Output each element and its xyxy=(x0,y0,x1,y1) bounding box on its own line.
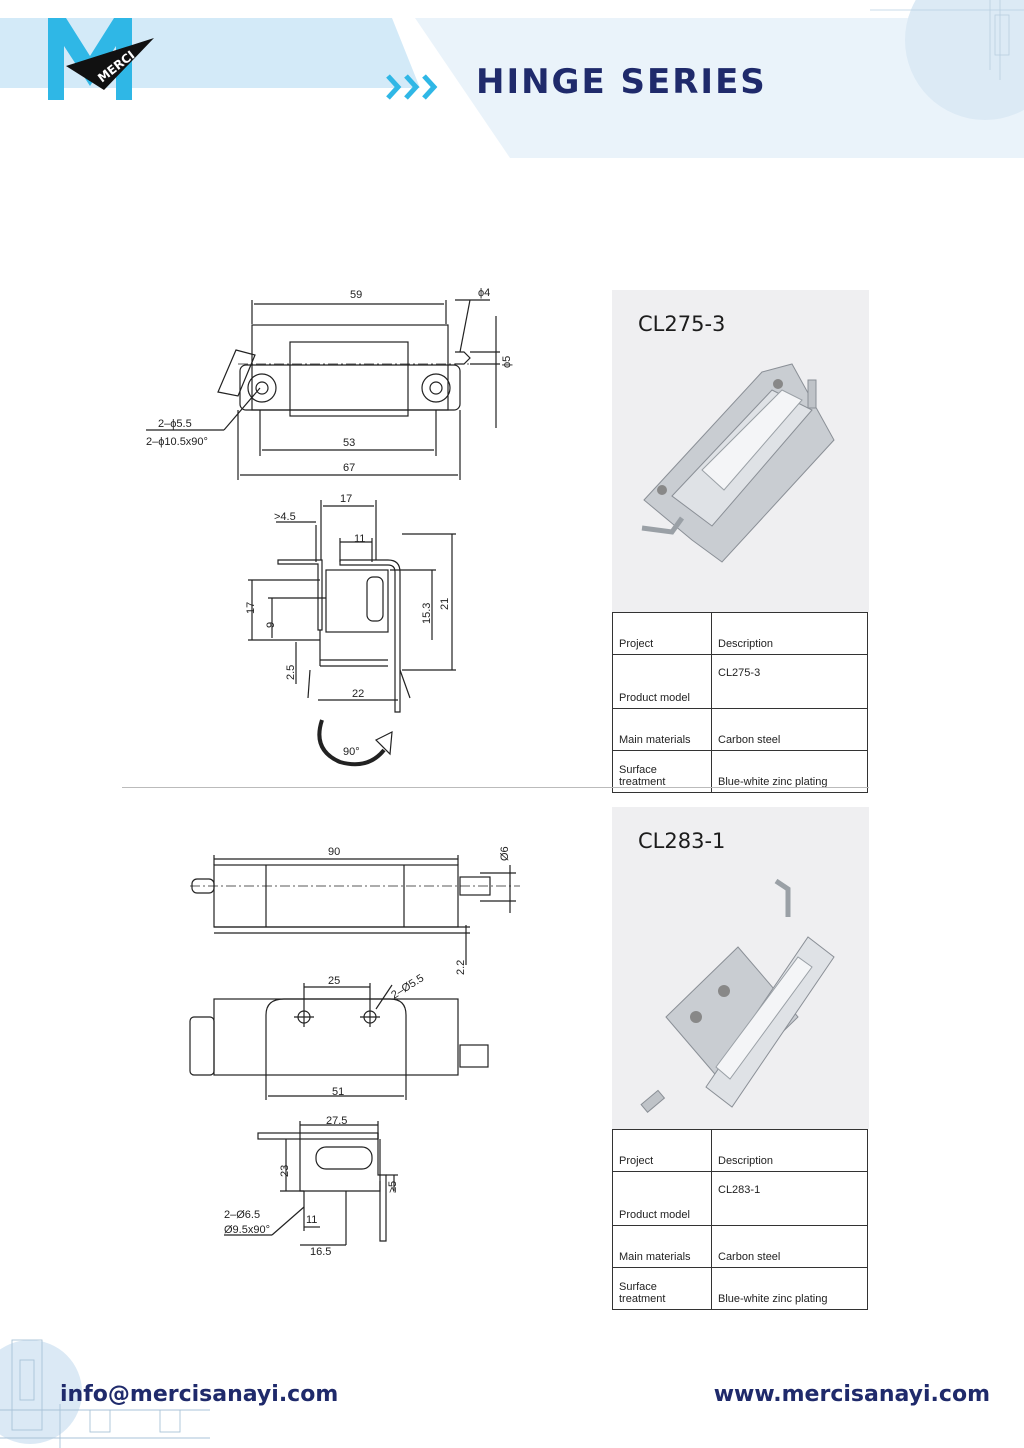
dim-53: 53 xyxy=(343,437,355,449)
dim-90: 90 xyxy=(328,846,340,858)
dim-2-5: 2.5 xyxy=(285,665,297,680)
section-divider xyxy=(122,787,869,788)
product-model-title: CL283-1 xyxy=(638,829,726,853)
dim-phi5: ϕ5 xyxy=(501,356,513,368)
spec-value: CL283-1 xyxy=(711,1171,868,1226)
footer-decoration xyxy=(0,1339,210,1448)
dim-2-o6-5: 2–Ø6.5 xyxy=(224,1209,260,1221)
dim-11: 11 xyxy=(354,533,365,545)
dim-phi4: ϕ4 xyxy=(478,287,490,299)
dim-o9-5: Ø9.5x90° xyxy=(224,1224,270,1236)
spec-label: Main materials xyxy=(612,1225,712,1268)
dim-22: 22 xyxy=(352,688,364,700)
chevron-arrows-icon xyxy=(386,74,438,100)
spec-value: Blue-white zinc plating xyxy=(711,750,868,793)
hinge-photo-icon xyxy=(641,363,835,563)
dim-21: 21 xyxy=(439,598,451,610)
footer-website-link[interactable]: www.mercisanayi.com xyxy=(713,1382,990,1407)
dim-27-5: 27.5 xyxy=(326,1115,347,1127)
technical-drawing-cl275-3: 59 ϕ4 ϕ5 2–ϕ5.5 2–ϕ10.5x90° 53 67 17 >4.… xyxy=(140,280,540,770)
spec-value: CL275-3 xyxy=(711,654,868,709)
dim-2-o5-5: 2–Ø5.5 xyxy=(389,972,426,1001)
hinge-photo-icon xyxy=(640,878,835,1113)
dim-17-top: 17 xyxy=(340,493,352,505)
spec-label: Product model xyxy=(612,1171,712,1226)
spec-value: Carbon steel xyxy=(711,708,868,751)
dim-17-side: 17 xyxy=(245,602,257,614)
dim-23: 23 xyxy=(279,1165,291,1177)
product-model-title: CL275-3 xyxy=(638,312,726,336)
spec-header-description: Description xyxy=(711,612,868,655)
spec-label: Surface treatment xyxy=(612,750,712,793)
dim-4-5: >4.5 xyxy=(274,511,296,523)
dim-11-b: 11 xyxy=(306,1214,317,1226)
product-panel-cl283-1: CL283-1 xyxy=(612,807,869,1129)
footer-email-link[interactable]: info@mercisanayi.com xyxy=(60,1382,339,1407)
spec-header-project: Project xyxy=(612,1129,712,1172)
dim-67: 67 xyxy=(343,462,355,474)
product-panel-cl275-3: CL275-3 xyxy=(612,290,869,612)
page-title: HINGE SERIES xyxy=(476,62,767,102)
dim-9: 9 xyxy=(265,622,277,628)
spec-header-description: Description xyxy=(711,1129,868,1172)
spec-label: Product model xyxy=(612,654,712,709)
dim-countersink: 2–ϕ10.5x90° xyxy=(146,436,208,448)
dim-15-3: 15.3 xyxy=(421,603,433,624)
dim-90deg: 90° xyxy=(343,746,360,758)
dim-16-5: 16.5 xyxy=(310,1246,331,1258)
dim-2-2: 2.2 xyxy=(455,960,467,975)
spec-value: Blue-white zinc plating xyxy=(711,1267,868,1310)
merci-logo: MERCI xyxy=(48,18,154,100)
spec-value: Carbon steel xyxy=(711,1225,868,1268)
dim-51: 51 xyxy=(332,1086,344,1098)
spec-label: Surface treatment xyxy=(612,1267,712,1310)
spec-label: Main materials xyxy=(612,708,712,751)
dim-o6: Ø6 xyxy=(499,846,511,861)
dim-ge5: ≥5 xyxy=(387,1181,399,1193)
spec-header-project: Project xyxy=(612,612,712,655)
dim-25: 25 xyxy=(328,975,340,987)
technical-drawing-cl283-1: 90 Ø6 2.2 25 2–Ø5.5 51 27.5 23 ≥5 2–Ø6.5… xyxy=(180,835,540,1265)
dim-holes: 2–ϕ5.5 xyxy=(158,418,192,430)
dim-59: 59 xyxy=(350,289,362,301)
